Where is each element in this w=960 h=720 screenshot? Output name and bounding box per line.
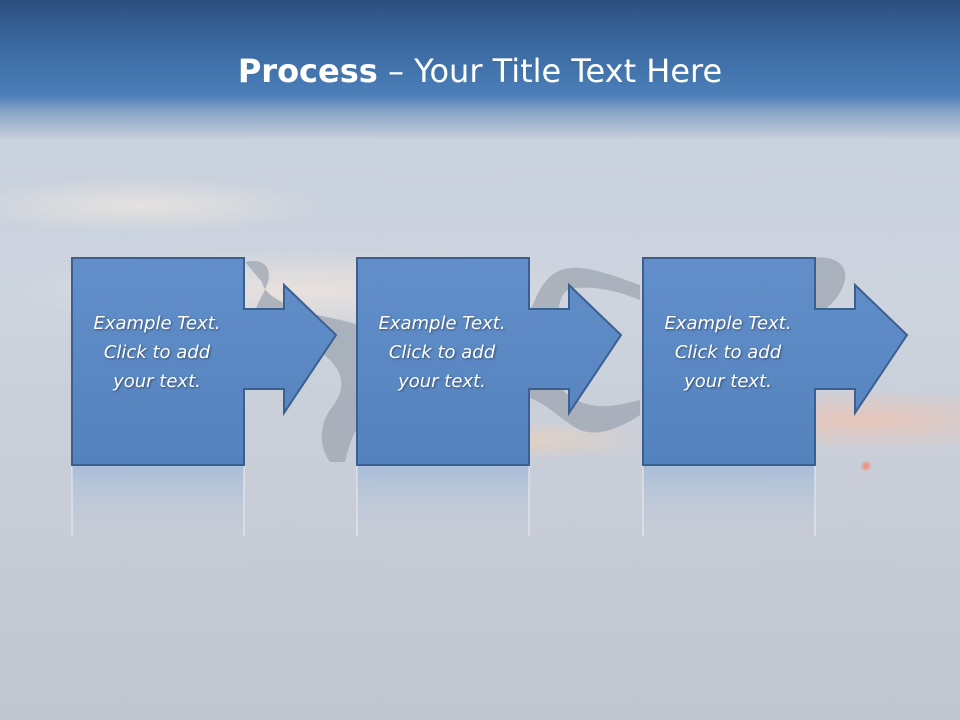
step-1-line-3: your text. <box>113 371 201 392</box>
step-3-line-2: Click to add <box>674 342 782 363</box>
title-rest: – Your Title Text Here <box>377 52 723 90</box>
step-2-line-2: Click to add <box>388 342 496 363</box>
step-3-text: Example Text. Click to add your text. <box>642 309 814 396</box>
step-1-text: Example Text. Click to add your text. <box>71 309 243 396</box>
title-bold: Process <box>237 52 378 90</box>
arrow-box-shape <box>356 257 623 466</box>
step-2-reflection <box>356 466 586 546</box>
step-3-line-1: Example Text. <box>664 313 792 334</box>
step-1-line-2: Click to add <box>103 342 211 363</box>
step-3-line-3: your text. <box>684 371 772 392</box>
step-3-reflection <box>642 466 872 546</box>
arrow-box-shape <box>71 257 338 466</box>
step-2-line-1: Example Text. <box>378 313 506 334</box>
slide-title[interactable]: Process – Your Title Text Here <box>0 52 960 90</box>
step-1-reflection <box>71 466 301 546</box>
process-step-1[interactable]: Example Text. Click to add your text. <box>71 257 341 467</box>
step-1-line-1: Example Text. <box>93 313 221 334</box>
step-2-line-3: your text. <box>398 371 486 392</box>
process-step-2[interactable]: Example Text. Click to add your text. <box>356 257 626 467</box>
header-band <box>0 0 960 140</box>
process-step-3[interactable]: Example Text. Click to add your text. <box>642 257 912 467</box>
step-2-text: Example Text. Click to add your text. <box>356 309 528 396</box>
arrow-box-shape <box>642 257 909 466</box>
